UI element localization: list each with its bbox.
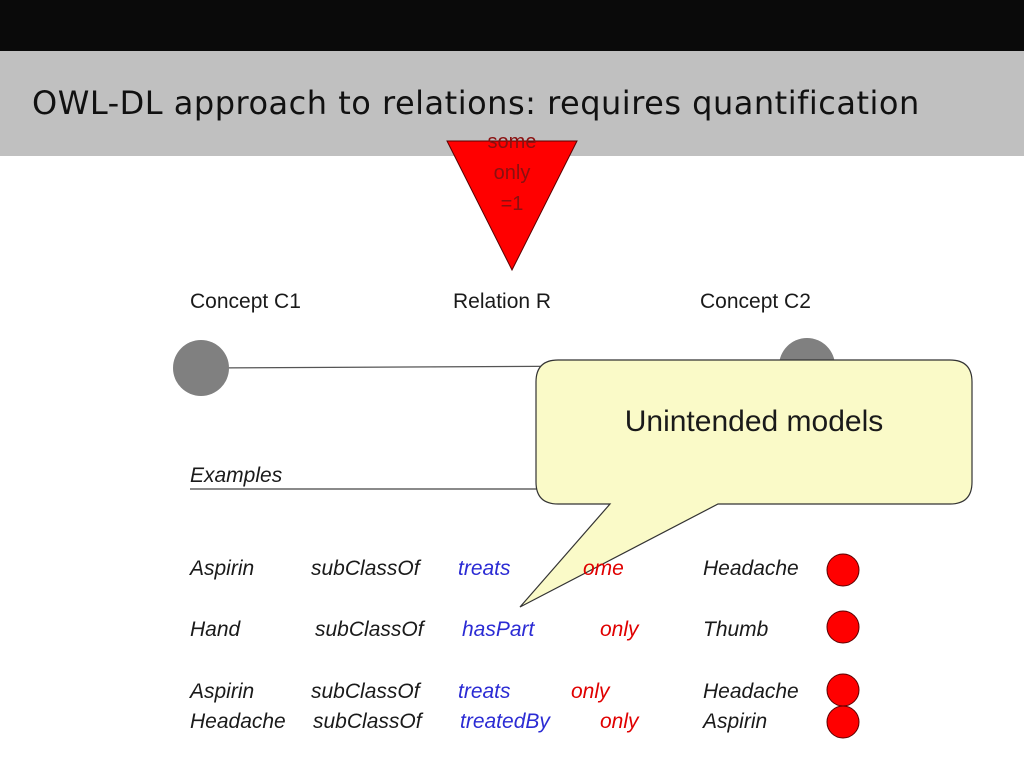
quantifier-only: only <box>493 162 531 184</box>
quantifier-triangle <box>446 140 578 272</box>
example-predicate: subClassOf <box>311 557 420 580</box>
example-relation: treats <box>458 557 511 580</box>
example-relation: treats <box>458 680 511 703</box>
example-relation: hasPart <box>462 618 535 641</box>
example-predicate: subClassOf <box>315 618 424 641</box>
title-bar <box>0 51 1024 156</box>
example-object: Headache <box>703 680 799 703</box>
example-subject: Aspirin <box>190 680 255 703</box>
concept-c2-label: Concept C2 <box>700 290 811 313</box>
example-object: Thumb <box>703 618 769 641</box>
example-object: Headache <box>703 557 799 580</box>
concept-c1-node <box>173 340 229 396</box>
example-marker <box>826 705 860 739</box>
example-marker <box>826 610 860 644</box>
example-quantifier: only <box>600 618 639 641</box>
example-marker <box>826 673 860 707</box>
callout-text: Unintended models <box>624 405 884 438</box>
quantifier-some: some <box>487 131 537 153</box>
relation-r-label: Relation R <box>453 290 552 313</box>
example-predicate: subClassOf <box>311 680 420 703</box>
callout-bubble <box>519 359 973 608</box>
example-quantifier: only <box>600 710 639 733</box>
quantifier-exactly-one: =1 <box>500 193 524 215</box>
example-marker <box>826 553 860 587</box>
example-object: Aspirin <box>703 710 768 733</box>
example-quantifier: ome <box>583 557 624 580</box>
example-predicate: subClassOf <box>313 710 422 733</box>
top-bar <box>0 0 1024 51</box>
example-quantifier: only <box>571 680 610 703</box>
example-subject: Aspirin <box>190 557 255 580</box>
slide-title: OWL-DL approach to relations: requires q… <box>32 84 920 122</box>
example-subject: Headache <box>190 710 286 733</box>
example-subject: Hand <box>190 618 241 641</box>
examples-heading: Examples <box>190 464 283 487</box>
concept-c1-label: Concept C1 <box>190 290 301 313</box>
example-relation: treatedBy <box>460 710 550 733</box>
